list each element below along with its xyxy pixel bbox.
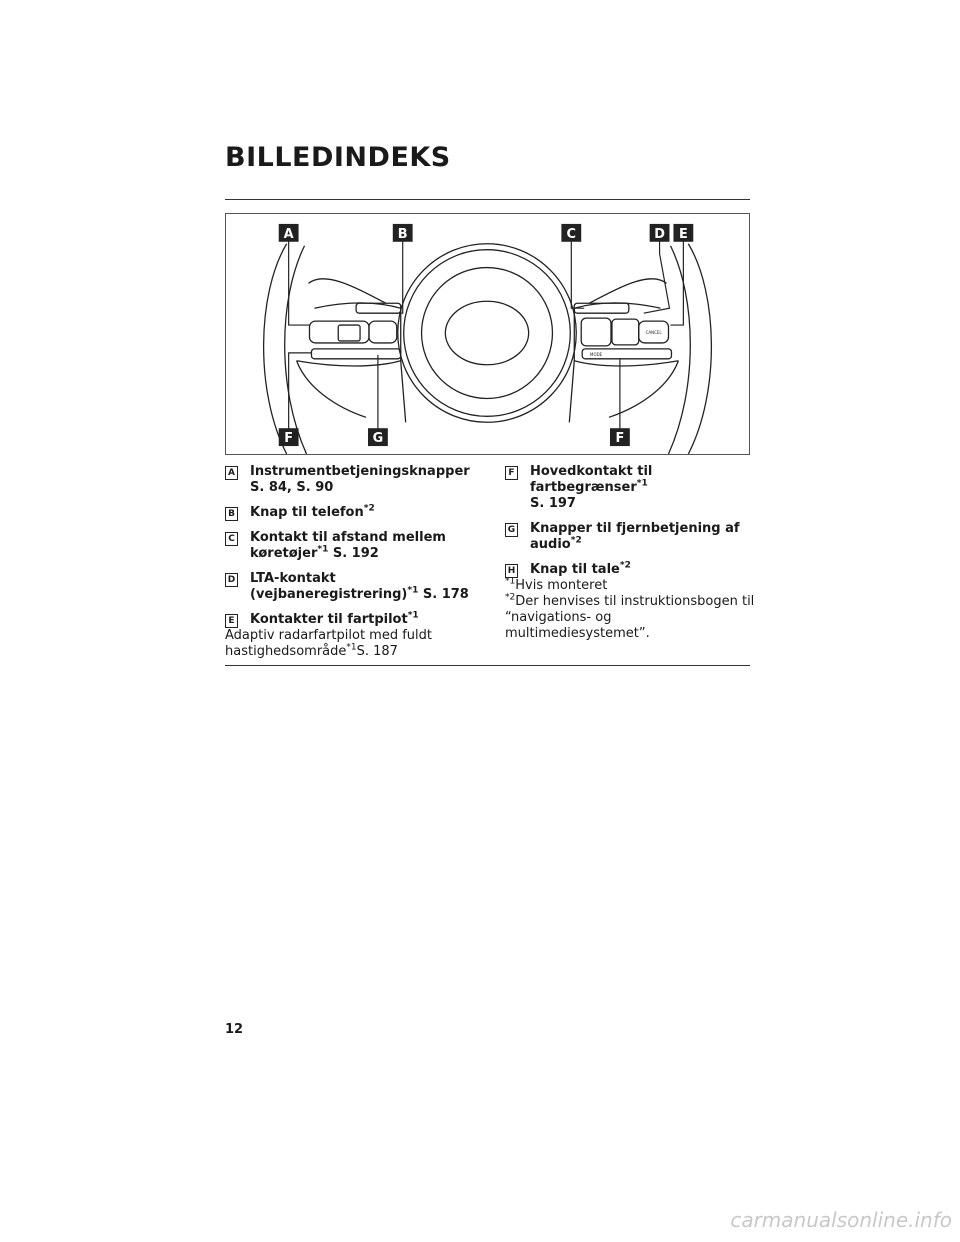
cancel-button-text: CANCEL (646, 330, 663, 335)
legend-item-e: E Kontakter til fartpilot*1 (225, 610, 475, 628)
legend-label: Knapper til fjernbetjening af (530, 521, 740, 536)
legend-label: Kontakt til afstand mellem (250, 530, 446, 545)
legend-label-cont: (vejbaneregistrering)*1 S. 178 (250, 585, 469, 602)
footnote-1: *1Hvis monteret (505, 576, 608, 593)
legend-left-column: A Instrumentbetjeningsknapper S. 84, S. … (225, 464, 475, 660)
legend-badge: A (225, 466, 238, 480)
legend-badge: E (225, 614, 238, 628)
legend-item-f: F Hovedkontakt til fartbegrænser*1 S. 19… (505, 464, 755, 512)
legend-badge: D (225, 573, 238, 587)
legend-badge: F (505, 466, 518, 480)
legend-badge: C (225, 532, 238, 546)
legend-item-b: B Knap til telefon*2 (225, 503, 475, 521)
legend-item-a: A Instrumentbetjeningsknapper S. 84, S. … (225, 464, 475, 496)
steering-wheel-illustration: MODE CANCEL A B C D E F (262, 223, 713, 454)
legend-badge: B (225, 507, 238, 521)
footnote-2: *2Der henvises til instruktionsbogen til… (505, 592, 755, 641)
legend-label: Knap til telefon*2 (250, 503, 375, 520)
legend-right-column: F Hovedkontakt til fartbegrænser*1 S. 19… (505, 464, 755, 642)
callout-g: G (373, 431, 384, 446)
legend-label: Instrumentbetjeningsknapper (250, 464, 470, 479)
steering-wheel-figure: MODE CANCEL A B C D E F (225, 213, 750, 455)
page-title: BILLEDINDEKS (225, 142, 451, 173)
callout-f-left: F (284, 431, 293, 446)
callout-b: B (398, 227, 408, 242)
legend-item-d: D LTA-kontakt (vejbaneregistrering)*1 S.… (225, 571, 475, 603)
legend-item-h: H Knap til tale*2 (505, 560, 755, 578)
mode-button-text: MODE (590, 352, 603, 357)
watermark: carmanualsonline.info (730, 1208, 952, 1232)
callout-e: E (679, 227, 688, 242)
legend-badge: G (505, 523, 518, 537)
legend-item-c: C Kontakt til afstand mellem køretøjer*1… (225, 530, 475, 562)
legend-label-cont: køretøjer*1 S. 192 (250, 544, 379, 561)
legend-label: Knap til tale*2 (530, 560, 631, 577)
legend-ref: S. 197 (530, 496, 576, 511)
page-number: 12 (225, 1022, 244, 1037)
callout-d: D (654, 227, 665, 242)
legend-label: Kontakter til fartpilot*1 (250, 610, 419, 627)
legend-label: LTA-kontakt (250, 571, 336, 586)
legend-label: Hovedkontakt til fartbegrænser*1 (530, 464, 653, 495)
legend-badge: H (505, 564, 518, 578)
callout-a: A (284, 227, 294, 242)
title-rule (225, 199, 750, 200)
legend-ref: S. 84, S. 90 (250, 480, 334, 495)
legend-item-g: G Knapper til fjernbetjening af audio*2 (505, 521, 755, 553)
legend-label-cont: audio*2 (530, 535, 582, 552)
section-rule (225, 665, 750, 666)
callout-f-right: F (615, 431, 624, 446)
callout-c: C (567, 227, 576, 242)
cruise-control-note: Adaptiv radarfartpilot med fuldt hastigh… (225, 628, 433, 659)
